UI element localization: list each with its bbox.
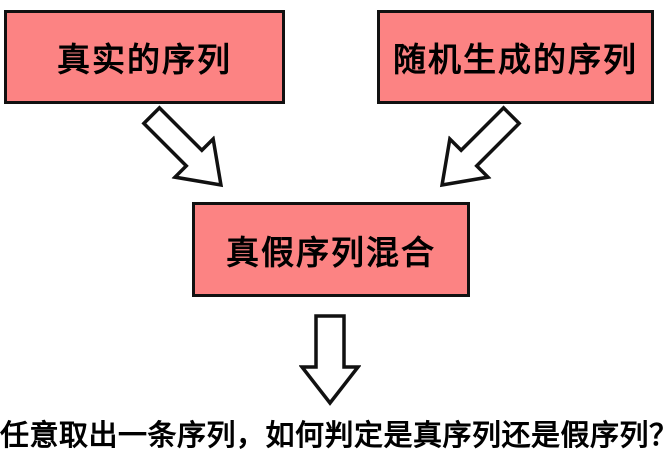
caption-question: 任意取出一条序列，如何判定是真序列还是假序列？: [0, 420, 663, 452]
down-arrow-icon: [299, 314, 361, 406]
box-random-generated-sequence-label: 随机生成的序列: [393, 41, 638, 78]
box-real-sequence-label: 真实的序列: [57, 41, 232, 78]
box-mixed-sequence-label: 真假序列混合: [226, 233, 436, 271]
down-right-arrow-icon: [141, 105, 224, 188]
box-real-sequence: 真实的序列: [4, 10, 285, 104]
box-mixed-sequence: 真假序列混合: [192, 202, 470, 297]
box-random-generated-sequence: 随机生成的序列: [377, 10, 654, 104]
down-left-arrow-icon: [439, 105, 522, 188]
